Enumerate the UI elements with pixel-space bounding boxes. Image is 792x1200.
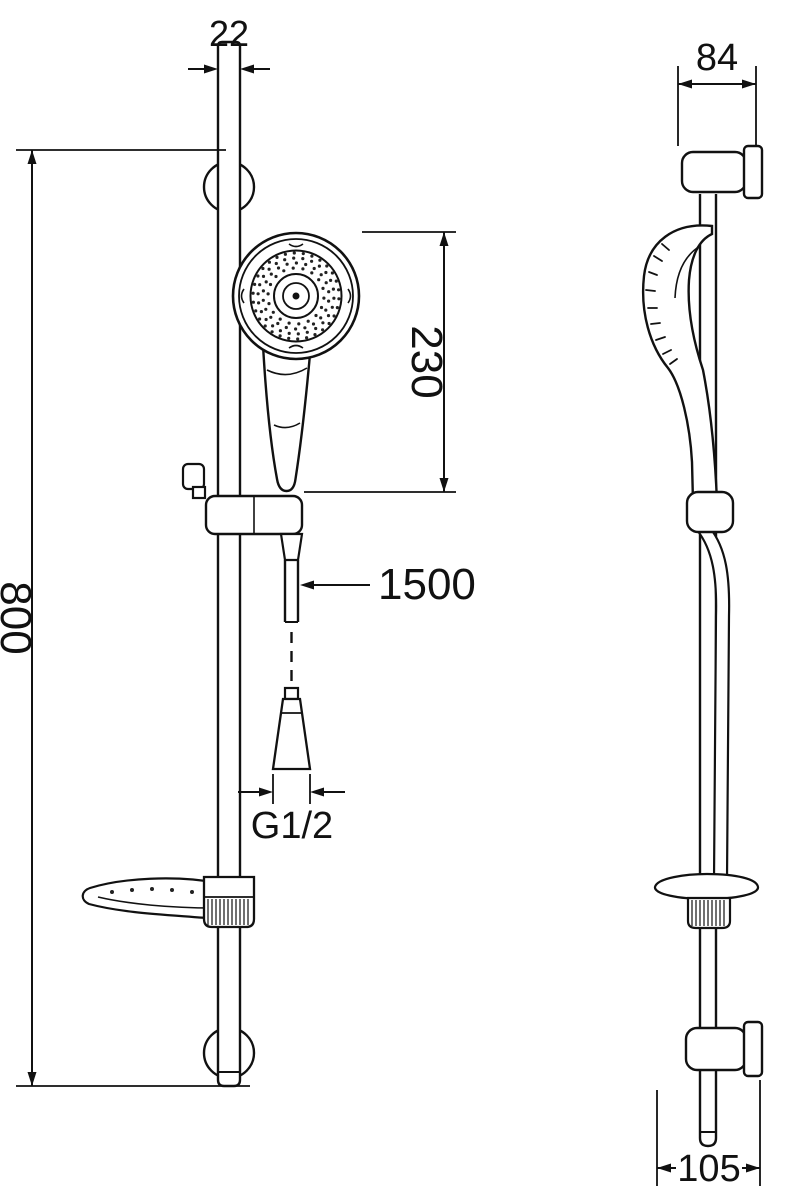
arrowhead (678, 79, 692, 89)
spray-center-dot (292, 292, 300, 300)
dimension-label-rail-width: 22 (209, 13, 249, 54)
dimension-label-base-depth: 105 (677, 1148, 740, 1190)
dimension-handset-length: 230 (304, 231, 456, 493)
arrowhead (27, 1072, 37, 1086)
slider-holder-side (685, 490, 735, 534)
arrowhead (27, 150, 37, 164)
handle-detail-lines (266, 367, 308, 429)
dimension-rail-width: 22 (188, 13, 270, 74)
dimension-label-hose-length: 1500 (378, 560, 476, 609)
soap-dish-body (81, 877, 220, 921)
arrowhead (300, 580, 314, 590)
hand-shower-side (641, 224, 719, 504)
mount-ribs (207, 899, 249, 925)
arrowhead (310, 787, 324, 797)
hose-fitting-cone (271, 697, 312, 771)
bracket-wall-plate-top (742, 144, 764, 200)
front-view (81, 40, 361, 1088)
shower-hose (271, 532, 312, 771)
side-view (641, 144, 764, 1148)
arrowhead (240, 64, 254, 74)
handshower-head-ring (238, 238, 354, 354)
arrowhead (439, 478, 449, 492)
arrowhead (742, 79, 756, 89)
slide-rail-side (698, 194, 718, 1148)
hose-nut (279, 532, 304, 562)
bracket-body-bottom (684, 1026, 748, 1072)
holder-knob (181, 462, 206, 491)
soap-dish-profile (653, 872, 760, 901)
dimension-label-handset-length: 230 (402, 325, 451, 398)
soap-dish-rim (97, 896, 215, 909)
face-accent-arcs (240, 243, 352, 349)
dimension-label-bracket-depth: 84 (696, 37, 738, 79)
slider-holder (181, 462, 304, 536)
dimension-label-bar-height: 800 (0, 581, 40, 654)
handshower-profile (641, 224, 719, 504)
dish-collar-ribs (691, 900, 725, 926)
holder-knob-neck (191, 485, 207, 500)
wall-bracket-bottom-side (684, 1020, 764, 1078)
handshower-handle (261, 341, 313, 493)
arrowhead (439, 232, 449, 246)
arrowhead (746, 1163, 760, 1173)
dimension-label-thread: G1/2 (251, 805, 333, 847)
spray-inner-ring (282, 282, 310, 310)
spray-center-ring (273, 273, 319, 319)
fitting-stub (283, 686, 300, 701)
profile-detail-line (674, 245, 701, 299)
soap-dish-drain-holes (110, 887, 194, 894)
bracket-body-top (680, 150, 748, 194)
spray-face (249, 249, 343, 343)
bracket-wall-plate-bottom (742, 1020, 764, 1078)
slide-rail (216, 40, 242, 1088)
soap-dish (81, 877, 220, 921)
spray-nozzle-dots (251, 251, 341, 341)
arrowhead (657, 1163, 671, 1173)
dimension-hose-length: 1500 (300, 560, 476, 609)
arrowhead (204, 64, 218, 74)
soap-dish-side (653, 872, 760, 930)
soap-dish-mount (202, 875, 256, 929)
dimension-bracket-depth: 84 (677, 37, 757, 146)
wall-bracket-top-side (680, 144, 764, 200)
arrowhead (259, 787, 273, 797)
dimension-bar-height: 800 (0, 149, 250, 1087)
dimension-thread: G1/2 (238, 774, 345, 847)
hand-shower (231, 231, 361, 493)
dimension-base-depth: 105 (656, 1080, 761, 1190)
spray-face-ticks (645, 243, 678, 365)
